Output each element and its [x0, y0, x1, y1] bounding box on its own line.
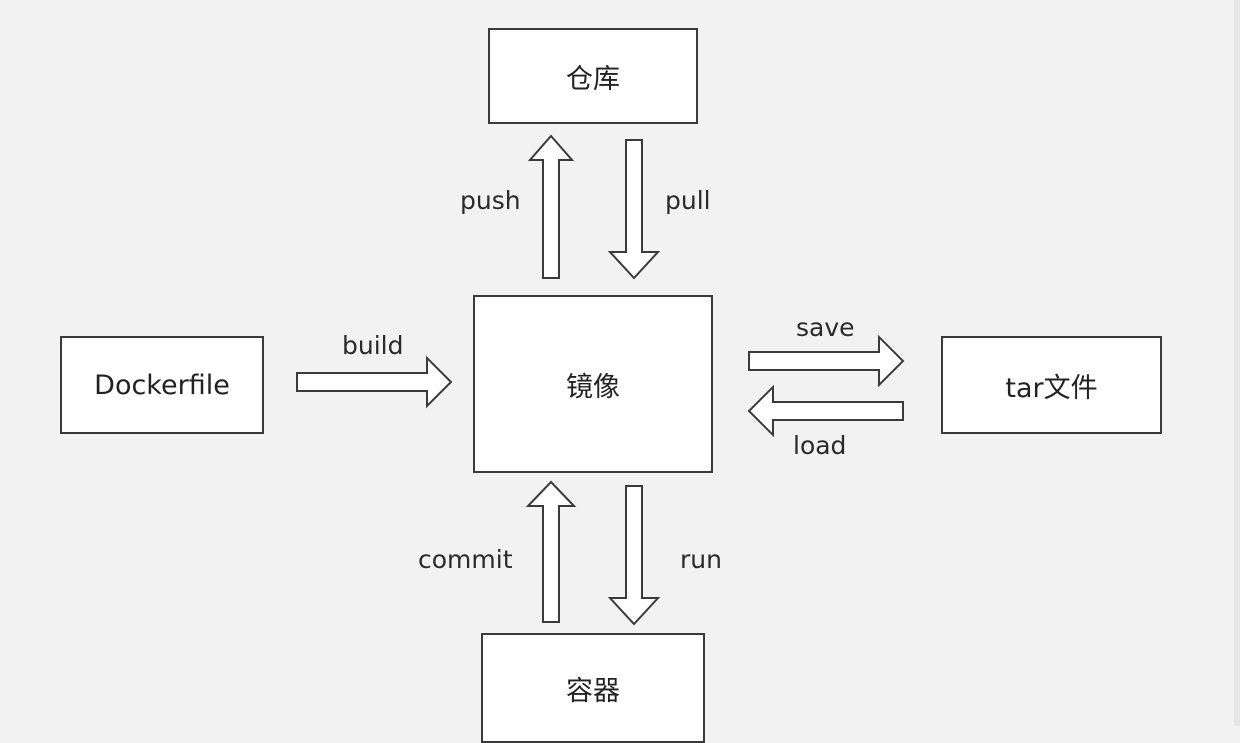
right-edge-strip: [1234, 0, 1240, 726]
edge-label-pull: pull: [665, 186, 711, 215]
node-image: 镜像: [473, 295, 713, 473]
node-dockerfile-label: Dockerfile: [94, 369, 230, 401]
node-tar-file: tar文件: [941, 336, 1162, 434]
edge-label-run: run: [680, 545, 722, 574]
edge-label-commit: commit: [418, 545, 513, 574]
arrow-commit: [525, 480, 577, 623]
node-dockerfile: Dockerfile: [60, 336, 264, 434]
node-container: 容器: [481, 633, 705, 743]
arrow-build: [296, 355, 453, 409]
docker-workflow-diagram: 仓库 镜像 Dockerfile tar文件 容器 push pull buil…: [60, 0, 1240, 743]
edge-label-push: push: [460, 186, 521, 215]
node-tar-file-label: tar文件: [1005, 372, 1098, 404]
node-image-label: 镜像: [566, 371, 620, 403]
arrow-pull: [607, 139, 661, 280]
arrow-push: [527, 134, 575, 279]
arrow-load: [747, 384, 904, 438]
edge-label-load: load: [793, 431, 847, 460]
node-repository: 仓库: [488, 28, 698, 124]
node-container-label: 容器: [566, 675, 620, 707]
arrow-run: [607, 485, 661, 626]
node-repository-label: 仓库: [566, 63, 620, 95]
edge-label-save: save: [796, 313, 855, 342]
arrow-save: [748, 334, 905, 388]
edge-label-build: build: [342, 331, 404, 360]
arrows-layer: [296, 134, 905, 626]
